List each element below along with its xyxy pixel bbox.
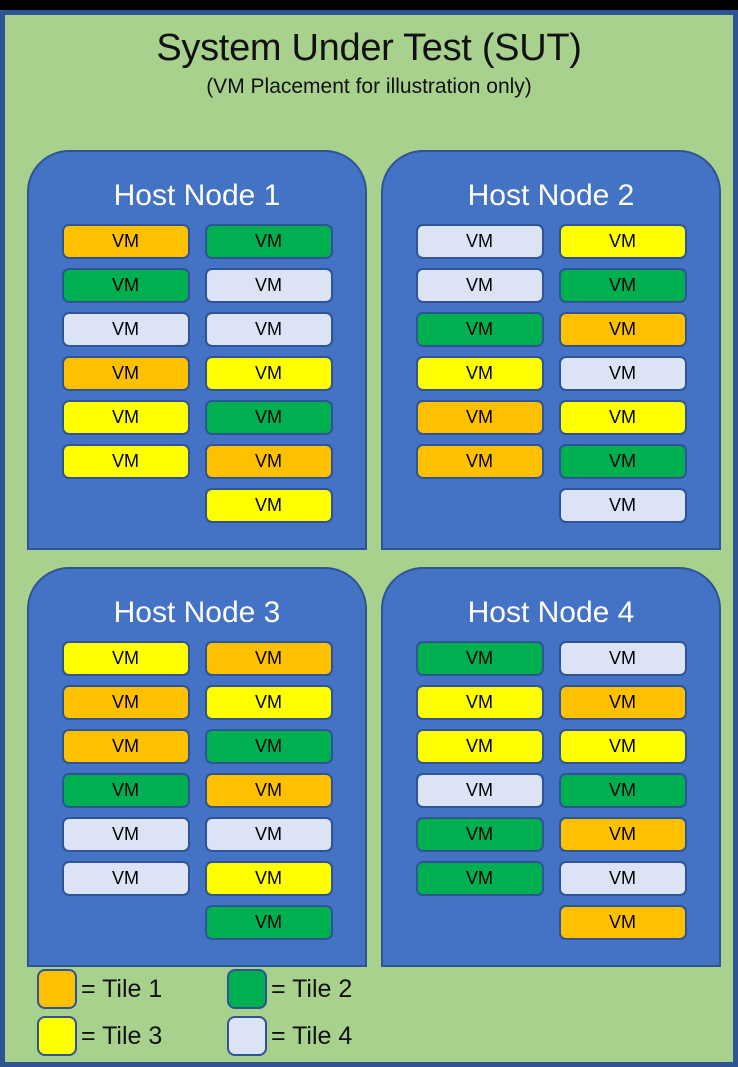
vm-box[interactable]: VM	[558, 400, 687, 435]
host-node-panel-2: Host Node 2 VM VM VM VM VM VM VM VM VM VM VM VM VM	[381, 150, 721, 550]
host-node-panel-4: Host Node 4 VM VM VM VM VM VM VM VM VM VM VM VM VM	[381, 567, 721, 967]
vm-box[interactable]: VM	[415, 224, 544, 259]
vm-box[interactable]: VM	[61, 444, 190, 479]
vm-box[interactable]: VM	[558, 641, 687, 676]
legend: = Tile 1 = Tile 2 = Tile 3 = Tile 4	[37, 965, 437, 1059]
legend-label: = Tile 3	[81, 1021, 163, 1050]
vm-box[interactable]: VM	[61, 356, 190, 391]
vm-columns: VM VM VM VM VM VM VM VM VM VM VM VM VM	[383, 641, 719, 940]
vm-box[interactable]: VM	[558, 488, 687, 523]
page-title: System Under Test (SUT)	[156, 27, 582, 69]
vm-box[interactable]: VM	[415, 444, 544, 479]
vm-box[interactable]: VM	[204, 773, 333, 808]
vm-box[interactable]: VM	[61, 224, 190, 259]
vm-box[interactable]: VM	[558, 861, 687, 896]
vm-box[interactable]: VM	[415, 685, 544, 720]
vm-box[interactable]: VM	[204, 488, 333, 523]
vm-box[interactable]: VM	[558, 312, 687, 347]
host-node-panel-3: Host Node 3 VM VM VM VM VM VM VM VM VM VM VM VM VM	[27, 567, 367, 967]
vm-box[interactable]: VM	[61, 729, 190, 764]
slide-frame: System Under Test (SUT) (VM Placement fo…	[0, 10, 738, 1067]
vm-box[interactable]: VM	[61, 312, 190, 347]
vm-box[interactable]: VM	[61, 773, 190, 808]
vm-column-1: VM VM VM VM VM VM	[415, 641, 544, 940]
vm-columns: VM VM VM VM VM VM VM VM VM VM VM VM VM	[29, 641, 365, 940]
legend-entry-tile2: = Tile 2	[227, 968, 417, 1009]
legend-entry-tile1: = Tile 1	[37, 968, 227, 1009]
vm-box[interactable]: VM	[415, 817, 544, 852]
vm-box[interactable]: VM	[558, 773, 687, 808]
vm-box[interactable]: VM	[204, 444, 333, 479]
vm-box[interactable]: VM	[415, 861, 544, 896]
vm-box[interactable]: VM	[204, 641, 333, 676]
vm-box[interactable]: VM	[204, 861, 333, 896]
host-node-title: Host Node 3	[113, 596, 281, 629]
vm-box[interactable]: VM	[415, 312, 544, 347]
host-node-panel-1: Host Node 1 VM VM VM VM VM VM VM VM VM VM VM VM VM	[27, 150, 367, 550]
vm-box[interactable]: VM	[61, 685, 190, 720]
vm-box[interactable]: VM	[558, 268, 687, 303]
legend-label: = Tile 1	[81, 974, 163, 1003]
legend-swatch-tile3	[37, 1015, 77, 1056]
vm-box[interactable]: VM	[558, 729, 687, 764]
vm-column-2: VM VM VM VM VM VM VM	[204, 641, 333, 940]
vm-box[interactable]: VM	[61, 641, 190, 676]
legend-label: = Tile 2	[271, 974, 353, 1003]
vm-box[interactable]: VM	[415, 400, 544, 435]
vm-box[interactable]: VM	[61, 861, 190, 896]
vm-box[interactable]: VM	[204, 729, 333, 764]
vm-box[interactable]: VM	[558, 356, 687, 391]
legend-swatch-tile2	[227, 968, 267, 1009]
vm-box[interactable]: VM	[204, 356, 333, 391]
vm-column-2: VM VM VM VM VM VM VM	[558, 224, 687, 523]
legend-swatch-tile1	[37, 968, 77, 1009]
vm-box[interactable]: VM	[558, 444, 687, 479]
vm-columns: VM VM VM VM VM VM VM VM VM VM VM VM VM	[383, 224, 719, 523]
vm-column-1: VM VM VM VM VM VM	[415, 224, 544, 523]
host-node-title: Host Node 2	[467, 179, 635, 212]
host-node-title: Host Node 1	[113, 179, 281, 212]
vm-box[interactable]: VM	[415, 268, 544, 303]
vm-box[interactable]: VM	[204, 224, 333, 259]
vm-box[interactable]: VM	[415, 356, 544, 391]
vm-box[interactable]: VM	[204, 312, 333, 347]
vm-column-1: VM VM VM VM VM VM	[61, 224, 190, 523]
vm-box[interactable]: VM	[558, 685, 687, 720]
vm-column-2: VM VM VM VM VM VM VM	[204, 224, 333, 523]
vm-box[interactable]: VM	[415, 773, 544, 808]
vm-box[interactable]: VM	[558, 905, 687, 940]
vm-column-2: VM VM VM VM VM VM VM	[558, 641, 687, 940]
vm-box[interactable]: VM	[204, 400, 333, 435]
legend-swatch-tile4	[227, 1015, 267, 1056]
vm-box[interactable]: VM	[61, 268, 190, 303]
legend-entry-tile4: = Tile 4	[227, 1015, 417, 1056]
vm-column-1: VM VM VM VM VM VM	[61, 641, 190, 940]
vm-box[interactable]: VM	[415, 641, 544, 676]
vm-box[interactable]: VM	[61, 400, 190, 435]
vm-box[interactable]: VM	[204, 268, 333, 303]
vm-box[interactable]: VM	[415, 729, 544, 764]
vm-box[interactable]: VM	[204, 905, 333, 940]
vm-box[interactable]: VM	[61, 817, 190, 852]
vm-box[interactable]: VM	[204, 817, 333, 852]
vm-box[interactable]: VM	[558, 224, 687, 259]
vm-box[interactable]: VM	[558, 817, 687, 852]
legend-entry-tile3: = Tile 3	[37, 1015, 227, 1056]
title-block: System Under Test (SUT) (VM Placement fo…	[5, 25, 733, 101]
vm-columns: VM VM VM VM VM VM VM VM VM VM VM VM VM	[29, 224, 365, 523]
legend-label: = Tile 4	[271, 1021, 353, 1050]
host-node-title: Host Node 4	[467, 596, 635, 629]
page-subtitle: (VM Placement for illustration only)	[206, 75, 532, 98]
vm-box[interactable]: VM	[204, 685, 333, 720]
